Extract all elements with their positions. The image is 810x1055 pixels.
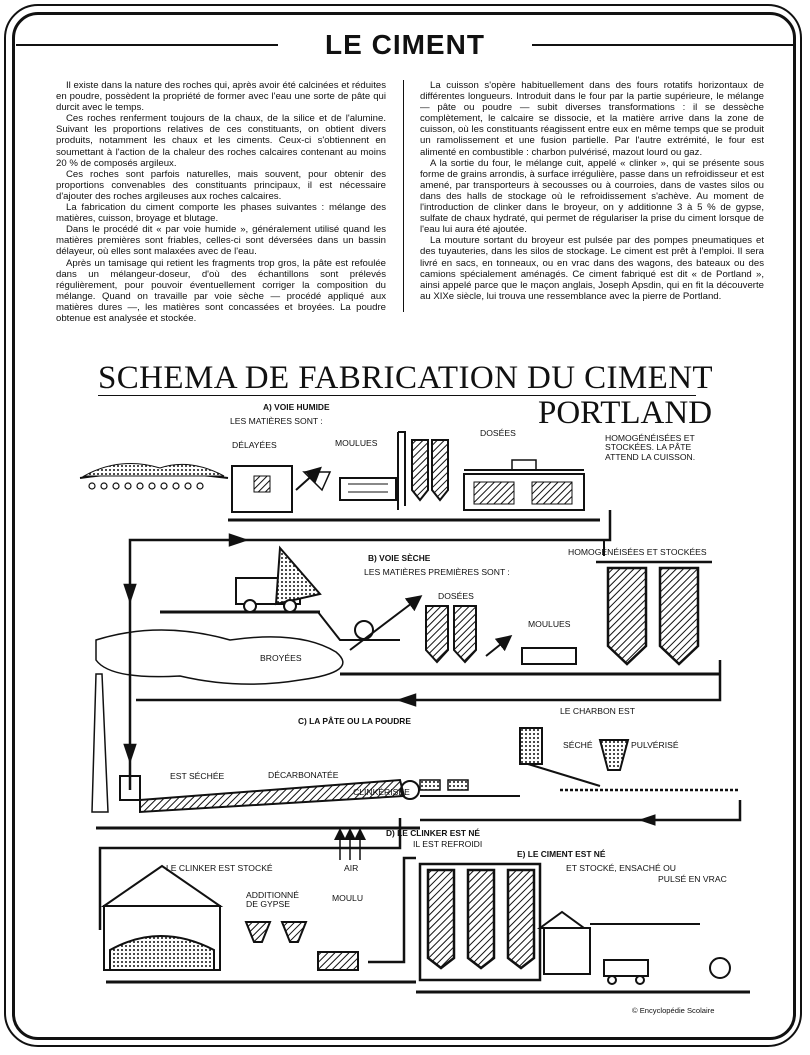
- arrow-b2: [486, 640, 506, 656]
- dosing-silos-a: [398, 432, 448, 510]
- dosing-silos-b: [426, 606, 476, 662]
- coal-dryer: [520, 728, 628, 786]
- mill-a-detail: [348, 484, 388, 492]
- label-additionne-gypse: ADDITIONNÉ DE GYPSE: [246, 891, 300, 910]
- label-moulues-b: MOULUES: [528, 620, 571, 629]
- label-moulu: MOULU: [332, 894, 363, 903]
- label-clinkerisee: CLINKÉRISÉE: [353, 788, 410, 797]
- delayeur-mixer: [254, 476, 270, 492]
- label-voie-seche: B) VOIE SÈCHE: [368, 554, 430, 563]
- conveyor-rollers: [89, 483, 203, 489]
- label-stocke-ensache: ET STOCKÉ, ENSACHÉ OU: [566, 864, 676, 873]
- crusher-chute: [318, 612, 400, 640]
- label-matieres-premieres: LES MATIÈRES PREMIÈRES SONT :: [364, 568, 510, 577]
- label-delayees: DÉLAYÉES: [232, 441, 277, 450]
- crusher: [355, 621, 373, 639]
- sieve: [304, 472, 330, 490]
- label-homogeneisees-b: HOMOGÉNÉISÉES ET STOCKÉES: [568, 548, 707, 557]
- label-pate-poudre: C) LA PÂTE OU LA POUDRE: [298, 717, 411, 726]
- credit-line: © Encyclopédie Scolaire: [632, 1006, 714, 1015]
- label-dosees-a: DOSÉES: [480, 429, 516, 438]
- label-clinker-ne: D) LE CLINKER EST NÉ: [386, 829, 480, 838]
- label-refroidi: IL EST REFROIDI: [413, 840, 482, 849]
- label-est-sechee: EST SÉCHÉE: [170, 772, 224, 781]
- storage-silos-b: [596, 562, 712, 664]
- label-decarbonatee: DÉCARBONATÉE: [268, 771, 339, 780]
- mill-b: [522, 648, 576, 664]
- label-seche: SÉCHÉ: [563, 741, 593, 750]
- label-dosees-b: DOSÉES: [438, 592, 474, 601]
- label-charbon-est: LE CHARBON EST: [560, 707, 635, 716]
- label-pulse-vrac: PULSÉ EN VRAC: [658, 875, 727, 884]
- label-voie-humide: A) VOIE HUMIDE: [263, 403, 330, 412]
- packing-hall: [540, 912, 730, 984]
- arrow-b1: [350, 600, 416, 650]
- mill-a: [340, 478, 396, 500]
- cement-silos: [420, 864, 540, 980]
- label-moulues-a: MOULUES: [335, 439, 378, 448]
- flow-line-d: [100, 818, 400, 930]
- gypsum-hoppers: [246, 922, 306, 942]
- clinker-hall: [104, 866, 220, 970]
- label-matieres-sont: LES MATIÈRES SONT :: [230, 417, 323, 426]
- label-air: AIR: [344, 864, 358, 873]
- chimney: [92, 674, 108, 812]
- label-clinker-stocke: LE CLINKER EST STOCKÉ: [166, 864, 273, 873]
- dust-cloud: [96, 630, 343, 684]
- label-broyees: BROYÉES: [260, 654, 302, 663]
- clinker-mill: [318, 952, 358, 970]
- label-pulverise: PULVÉRISÉ: [631, 741, 679, 750]
- coal-wagons: [420, 780, 520, 796]
- raw-material-pile: [84, 464, 224, 477]
- label-ciment-ne: E) LE CIMENT EST NÉ: [517, 850, 605, 859]
- label-homogeneisees-a: HOMOGÉNÉISÉES ET STOCKÉES. LA PÂTE ATTEN…: [605, 434, 705, 462]
- dump-truck: [236, 548, 320, 612]
